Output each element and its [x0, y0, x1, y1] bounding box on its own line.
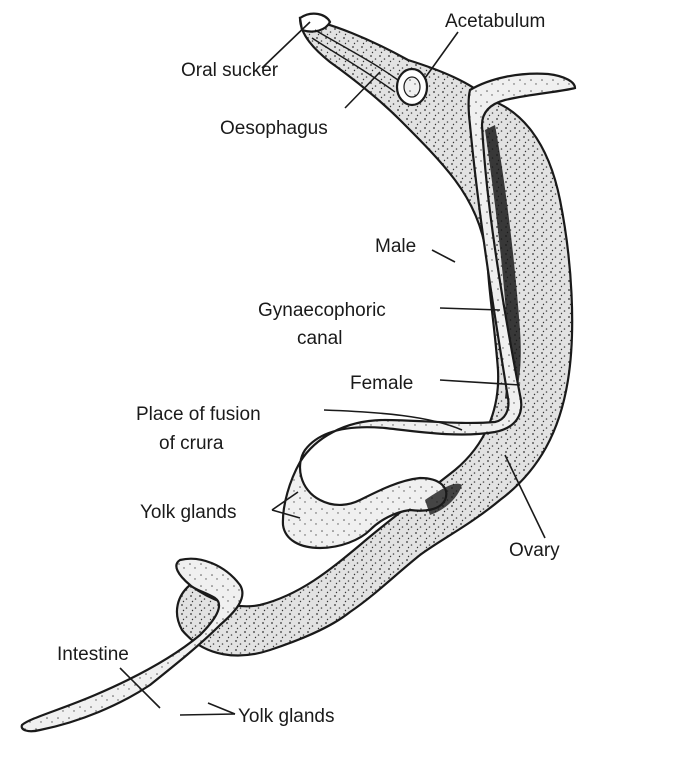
label-gynaecophoric-line1: Gynaecophoric	[258, 300, 386, 321]
oesophagus-shape	[314, 29, 399, 81]
female-worm-body	[281, 72, 577, 550]
label-yolk-glands-upper: Yolk glands	[140, 502, 236, 523]
oral-sucker-shape	[298, 12, 332, 33]
label-yolk-glands-lower: Yolk glands	[238, 706, 334, 727]
acetabulum-inner	[403, 76, 421, 98]
label-oesophagus: Oesophagus	[220, 118, 328, 139]
label-gynaecophoric-line2: canal	[297, 328, 342, 349]
oesophagus-shape-inner	[311, 37, 396, 93]
label-place-of-fusion-line2: of crura	[159, 433, 224, 454]
leader-lines	[119, 21, 546, 716]
label-acetabulum: Acetabulum	[445, 11, 545, 32]
label-oral-sucker: Oral sucker	[181, 60, 279, 81]
female-tail	[20, 557, 244, 733]
label-female: Female	[350, 373, 413, 394]
gynaecophoric-canal-shape	[485, 125, 521, 400]
label-intestine: Intestine	[57, 644, 129, 665]
label-place-of-fusion-line1: Place of fusion	[136, 404, 261, 425]
label-male: Male	[375, 236, 416, 257]
label-ovary: Ovary	[509, 540, 560, 561]
male-worm-body	[175, 16, 574, 657]
ovary-shape	[425, 483, 462, 515]
